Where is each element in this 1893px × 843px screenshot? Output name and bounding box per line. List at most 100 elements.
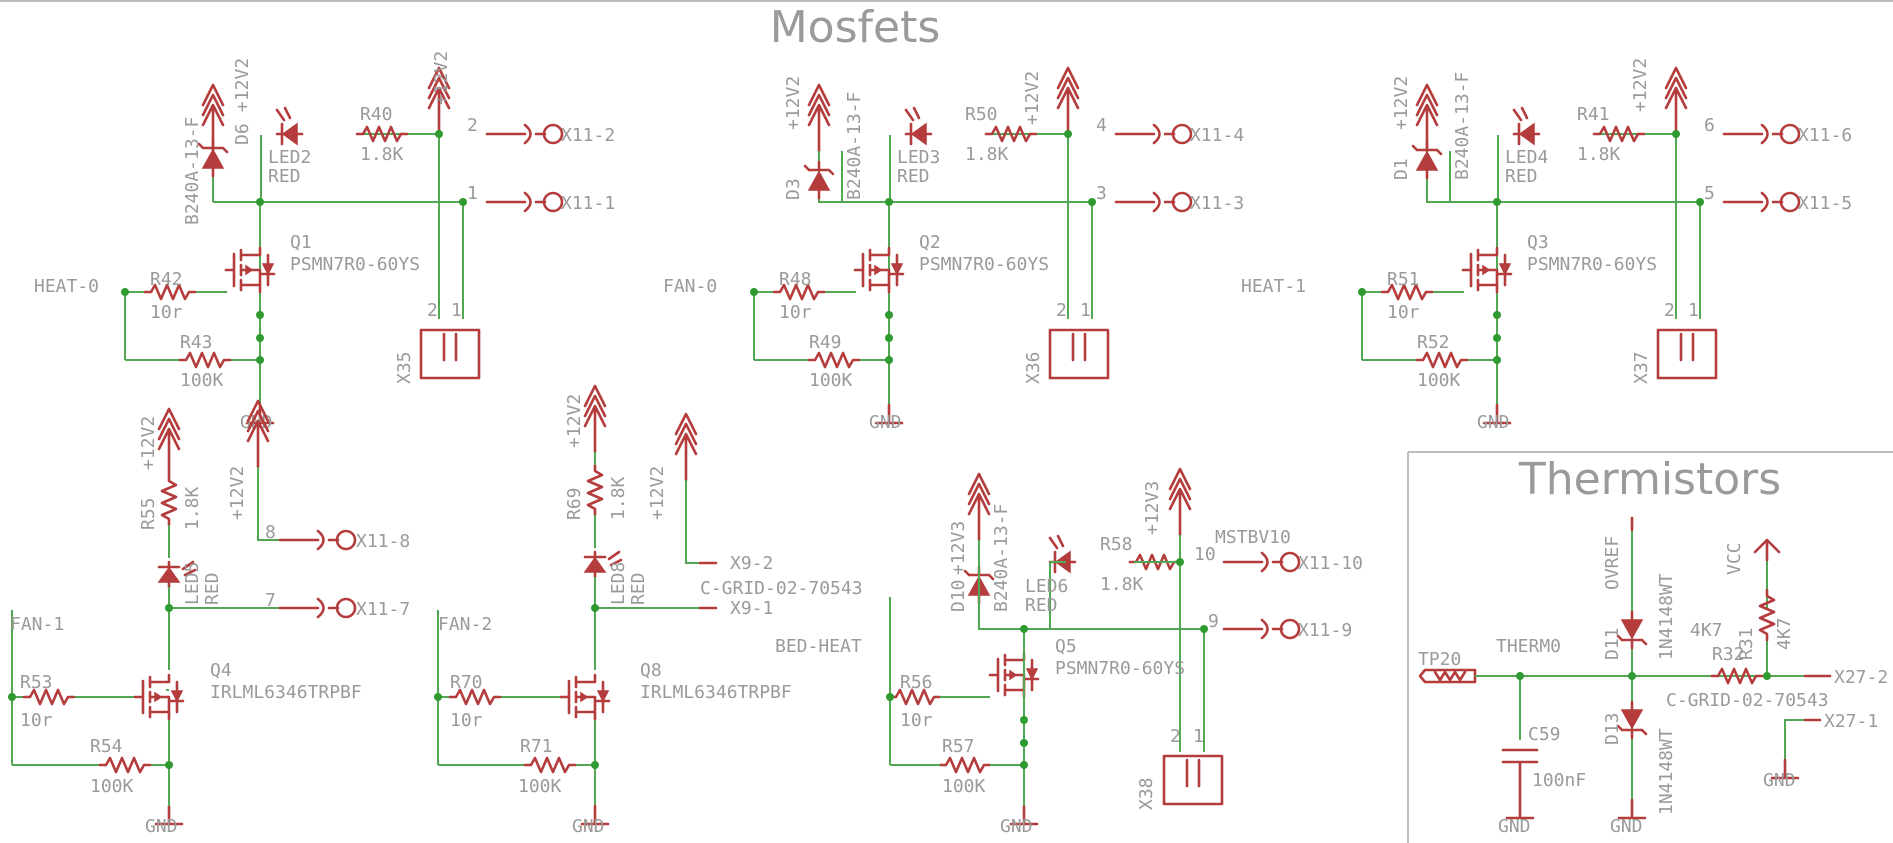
part-label: C-GRID-02-70543 — [1666, 690, 1829, 711]
pin-label: 1 — [1193, 726, 1204, 747]
ref-label: R70 — [450, 672, 483, 693]
pin-label: 2 — [1056, 300, 1067, 321]
value-label: RED — [1025, 595, 1058, 616]
value-label: RED — [268, 166, 301, 187]
ref-label: X37 — [1631, 351, 1652, 384]
ref-label: R40 — [360, 104, 393, 125]
ref-label: LED3 — [897, 147, 940, 168]
ref-label: D11 — [1602, 627, 1623, 660]
part-label: PSMN7R0-60YS — [290, 254, 420, 275]
value-label: 10r — [150, 302, 183, 323]
gnd-label: GND — [1610, 816, 1643, 837]
connector-label: X27-2 — [1834, 667, 1888, 688]
ref-label: LED2 — [268, 147, 311, 168]
ref-label: R71 — [520, 736, 553, 757]
connector-label: X27-1 — [1824, 711, 1878, 732]
net-label: HEAT-0 — [34, 276, 99, 297]
pin-label: 2 — [1664, 300, 1675, 321]
pin-label: 1 — [467, 183, 478, 204]
ref-label: Q3 — [1527, 232, 1549, 253]
part-label: IRLML6346TRPBF — [210, 682, 362, 703]
rail-label: +12V2 — [232, 58, 253, 112]
connector-label: X11-7 — [356, 599, 410, 620]
value-label: 100K — [809, 370, 853, 391]
value-label: 10r — [450, 710, 483, 731]
ref-label: C59 — [1528, 724, 1561, 745]
value-label: 10r — [900, 710, 933, 731]
module-fan-0: FAN-0 R48 10r R49 100K Q2 PSMN7R0-60YS G… — [663, 66, 1244, 433]
ref-label: X38 — [1136, 777, 1157, 810]
ref-label: R43 — [180, 332, 213, 353]
ref-label: R50 — [965, 104, 998, 125]
rail-label: +12V2 — [1630, 58, 1651, 112]
ref-label: R56 — [900, 672, 933, 693]
ref-label: LED5 — [182, 562, 203, 605]
ref-label: R53 — [20, 672, 53, 693]
value-label: 100K — [518, 776, 562, 797]
connector-label: X11-5 — [1798, 193, 1852, 214]
ref-label: R41 — [1577, 104, 1610, 125]
module-bed-heat: BED-HEAT R56 10r R57 100K Q5 PSMN7R0-60Y… — [775, 467, 1363, 837]
value-label: 4K7 — [1690, 620, 1723, 641]
value-label: 4K7 — [1774, 617, 1795, 650]
rail-label: +12V3 — [948, 521, 969, 575]
connector-label: X11-2 — [561, 125, 615, 146]
connector-label: X11-10 — [1298, 553, 1363, 574]
part-label: PSMN7R0-60YS — [1527, 254, 1657, 275]
value-label: RED — [628, 572, 649, 605]
net-label: OVREF — [1602, 536, 1623, 590]
ref-label: Q2 — [919, 232, 941, 253]
pin-label: 3 — [1096, 183, 1107, 204]
rail-label: +12V2 — [1391, 76, 1412, 130]
ref-label: D3 — [783, 178, 804, 200]
part-label: B240A-13-F — [182, 117, 203, 225]
gnd-label: GND — [1498, 816, 1531, 837]
ref-label: D6 — [232, 123, 253, 145]
pin-label: 1 — [451, 300, 462, 321]
title-mosfets: Mosfets — [770, 2, 941, 53]
ref-label: R49 — [809, 332, 842, 353]
part-label: IRLML6346TRPBF — [640, 682, 792, 703]
ref-label: TP20 — [1418, 649, 1461, 670]
gnd-label: GND — [1763, 770, 1796, 791]
connector-label: X11-8 — [356, 531, 410, 552]
part-label: PSMN7R0-60YS — [919, 254, 1049, 275]
value-label: 1.8K — [965, 144, 1009, 165]
connector-label: X11-6 — [1798, 125, 1852, 146]
title-thermistors: Thermistors — [1518, 454, 1781, 505]
ref-label: Q8 — [640, 660, 662, 681]
module-heat-0: HEAT-0 R42 10r R43 100K Q1 PSMN7R0-60YS … — [34, 51, 615, 433]
module-heat-1: HEAT-1 R51 10r R52 100K Q3 PSMN7R0-60YS … — [1241, 58, 1852, 433]
value-label: RED — [202, 572, 223, 605]
value-label: 1.8K — [1577, 144, 1621, 165]
pin-label: 7 — [265, 590, 276, 611]
ref-label: R52 — [1417, 332, 1450, 353]
gnd-label: GND — [869, 412, 902, 433]
ref-label: D1 — [1391, 158, 1412, 180]
module-fan-1: FAN-1 R53 10r R54 100K Q4 IRLML6346TRPBF… — [8, 399, 410, 837]
pin-label: 9 — [1208, 611, 1219, 632]
ref-label: X35 — [394, 351, 415, 384]
value-label: RED — [897, 166, 930, 187]
rail-label: +12V2 — [564, 394, 585, 448]
value-label: 1.8K — [182, 486, 203, 530]
pin-label: 2 — [467, 115, 478, 136]
part-label: C-GRID-02-70543 — [700, 578, 863, 599]
rail-label: +12V3 — [1142, 481, 1163, 535]
ref-label: D13 — [1602, 712, 1623, 745]
connector-label: X11-1 — [561, 193, 615, 214]
value-label: 100K — [1417, 370, 1461, 391]
ref-label: R54 — [90, 736, 123, 757]
connector-label: X11-9 — [1298, 620, 1352, 641]
pin-label: 8 — [265, 522, 276, 543]
pin-label: 1 — [1688, 300, 1699, 321]
rail-label: +12V2 — [647, 466, 668, 520]
rail-label: +12V2 — [1022, 71, 1043, 125]
rail-label: +12V2 — [783, 76, 804, 130]
rail-label: +12V2 — [431, 51, 452, 105]
part-label: 1N4148WT — [1656, 573, 1677, 660]
value-label: 1.8K — [360, 144, 404, 165]
value-label: 1.8K — [608, 476, 629, 520]
rail-label: VCC — [1724, 542, 1745, 575]
ref-label: LED4 — [1505, 147, 1548, 168]
